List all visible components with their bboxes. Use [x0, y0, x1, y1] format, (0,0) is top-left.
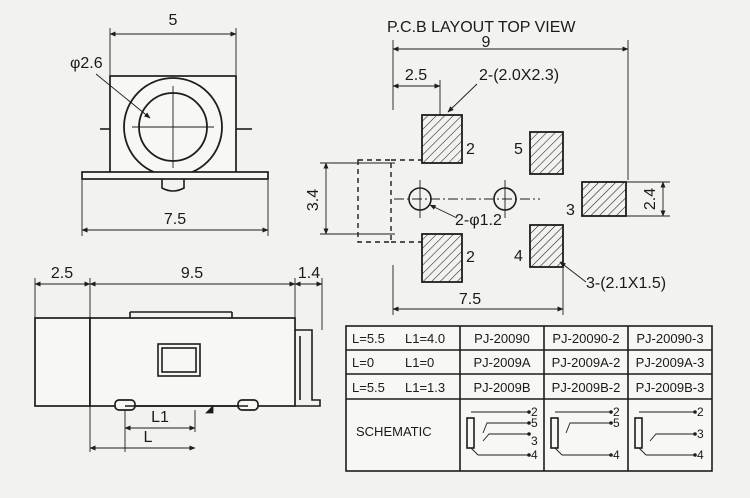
- side-right-terminal: [295, 329, 321, 407]
- pad-5: [529, 131, 564, 175]
- spec-l1: L1=1.3: [405, 380, 445, 395]
- side-window: [157, 343, 201, 377]
- table-row: L=5.5 L1=4.0 PJ-20090 PJ-20090-2 PJ-2009…: [352, 331, 704, 346]
- schematic-full: 2 5 3 4: [466, 405, 538, 462]
- dim-side-left: 2.5: [51, 265, 73, 282]
- schematic-pin: 3: [697, 427, 704, 441]
- dim-base-label: 7.5: [164, 211, 186, 228]
- schematic-label: SCHEMATIC: [356, 424, 432, 439]
- pad-4: [529, 224, 564, 268]
- dim-offset-label: 2.5: [405, 67, 427, 84]
- dim-width-label: 5: [169, 12, 178, 29]
- schematic-pin: 5: [531, 416, 538, 430]
- schematic-dash2: 2 5 4: [550, 405, 620, 462]
- model-cell: PJ-20090-2: [552, 331, 619, 346]
- plug-symbol: [550, 417, 559, 449]
- pcb-title: P.C.B LAYOUT TOP VIEW: [387, 19, 576, 36]
- dim-side-mid: 9.5: [181, 265, 203, 282]
- body-footprint-dashed: [357, 159, 392, 243]
- schematic-pin: 4: [697, 448, 704, 462]
- model-cell: PJ-2009A-2: [552, 355, 621, 370]
- pin-label-4: 4: [514, 248, 523, 265]
- side-mark: ◢: [205, 403, 214, 415]
- pad-2-bottom: [421, 233, 463, 283]
- schematic-pin: 2: [697, 405, 704, 419]
- side-main-body: [89, 317, 296, 407]
- pad-small-note: 3-(2.1X1.5): [586, 275, 666, 292]
- schematic-pin: 3: [531, 434, 538, 448]
- plug-symbol: [466, 417, 475, 449]
- dim-height-label: 3.4: [305, 189, 322, 211]
- dim-l1-label: L1: [151, 409, 169, 426]
- base-flange: [81, 171, 269, 180]
- pad-3: [581, 181, 627, 217]
- pad-2-top: [421, 114, 463, 164]
- side-front-block: [34, 317, 91, 407]
- model-cell: PJ-20090: [474, 331, 530, 346]
- pcb-layout: P.C.B LAYOUT TOP VIEW 9 2.5 2-(2.0X2.3): [305, 19, 670, 315]
- spec-l: L=5.5: [352, 331, 385, 346]
- spec-l: L=5.5: [352, 380, 385, 395]
- pin-label-3: 3: [566, 202, 575, 219]
- schematic-pin: 4: [613, 448, 620, 462]
- model-cell: PJ-2009B-2: [552, 380, 621, 395]
- model-cell: PJ-20090-3: [636, 331, 703, 346]
- schematic-pin: 2: [531, 405, 538, 419]
- pin-label-2-top: 2: [466, 141, 475, 158]
- schematic-pin: 5: [613, 416, 620, 430]
- model-cell: PJ-2009B: [473, 380, 530, 395]
- bottom-pin: [161, 179, 185, 192]
- spec-l1: L1=0: [405, 355, 434, 370]
- table-row: L=0 L1=0 PJ-2009A PJ-2009A-2 PJ-2009A-3: [352, 355, 704, 370]
- schematic-pin: 4: [531, 448, 538, 462]
- top-view: 5 φ2.6 7.5: [70, 12, 269, 236]
- pad-large-note: 2-(2.0X2.3): [479, 67, 559, 84]
- dim-hole-label: φ2.6: [70, 55, 103, 72]
- schematic-dash3: 2 3 4: [634, 405, 704, 462]
- schematic-pin: 2: [613, 405, 620, 419]
- dim-pad-label: 2.4: [642, 188, 659, 210]
- plug-symbol: [634, 417, 643, 449]
- dim-side-right: 1.4: [298, 265, 320, 282]
- dim-l-label: L: [144, 429, 153, 446]
- dim-total-label: 9: [482, 34, 491, 51]
- pin-label-5: 5: [514, 141, 523, 158]
- pin-label-2-bottom: 2: [466, 249, 475, 266]
- model-cell: PJ-2009A-3: [636, 355, 705, 370]
- side-view: 2.5 9.5 1.4 ◢ L1 L: [34, 265, 323, 452]
- model-cell: PJ-2009A: [473, 355, 530, 370]
- spec-l: L=0: [352, 355, 374, 370]
- spec-l1: L1=4.0: [405, 331, 445, 346]
- dim-bottom-label: 7.5: [459, 291, 481, 308]
- table-row: L=5.5 L1=1.3 PJ-2009B PJ-2009B-2 PJ-2009…: [352, 380, 704, 395]
- model-cell: PJ-2009B-3: [636, 380, 705, 395]
- hole-note: 2-φ1.2: [455, 212, 502, 229]
- model-table: L=5.5 L1=4.0 PJ-20090 PJ-20090-2 PJ-2009…: [345, 325, 713, 472]
